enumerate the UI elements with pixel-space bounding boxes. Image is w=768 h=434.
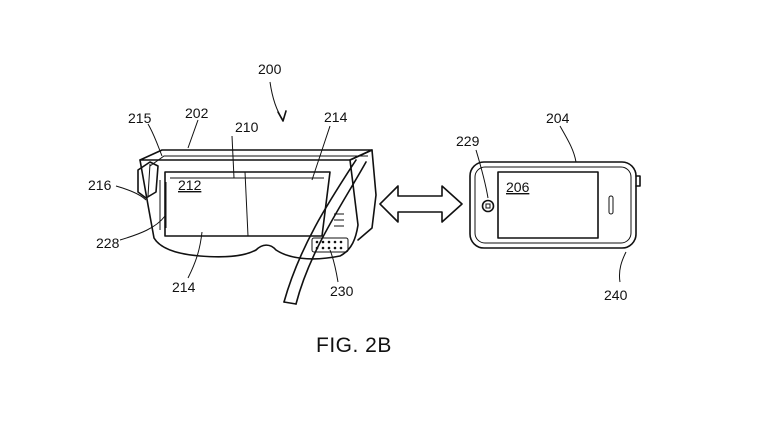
goggle-device [137, 149, 377, 305]
label-229: 229 [456, 133, 480, 149]
label-215: 215 [128, 110, 152, 126]
label-216: 216 [88, 177, 112, 193]
label-212: 212 [178, 177, 202, 193]
figure-caption: FIG. 2B [316, 334, 392, 357]
label-210: 210 [235, 119, 259, 135]
label-202: 202 [185, 105, 209, 121]
label-206: 206 [506, 179, 530, 195]
leader-lines [115, 81, 627, 283]
bidirectional-arrow-icon [379, 185, 463, 223]
label-200: 200 [258, 61, 282, 77]
label-214-bottom: 214 [172, 279, 196, 295]
label-240: 240 [604, 287, 628, 303]
label-204: 204 [546, 110, 570, 126]
phone-device [469, 161, 641, 249]
speaker-grille [311, 237, 349, 253]
label-230: 230 [330, 283, 354, 299]
label-214-top: 214 [324, 109, 348, 125]
label-228: 228 [96, 235, 120, 251]
